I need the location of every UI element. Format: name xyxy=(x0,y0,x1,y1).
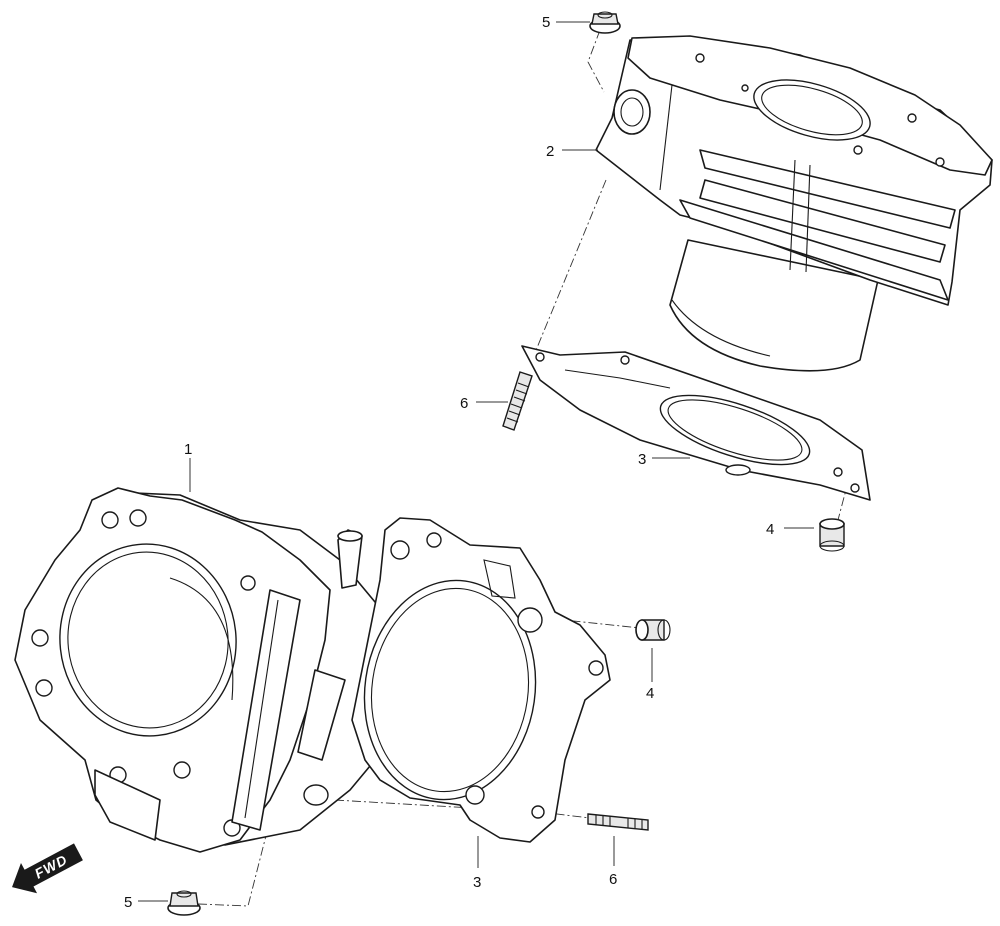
cylinder-gasket-bottom xyxy=(351,517,611,843)
callout-leaders xyxy=(138,21,814,902)
dowel-pin-top xyxy=(819,518,845,552)
dowel-pin-bottom xyxy=(635,619,671,641)
fwd-arrow-icon: FWD xyxy=(12,843,83,894)
callout-6-top: 6 xyxy=(460,395,468,412)
callout-4-bottom: 4 xyxy=(646,685,654,702)
flange-nut-bottom xyxy=(167,890,201,916)
cylinder-gasket-top xyxy=(521,345,871,501)
cylinder-block-bottom xyxy=(14,487,401,853)
stud-bolt-top xyxy=(502,371,533,431)
cylinder-block-top xyxy=(595,35,993,372)
callout-2: 2 xyxy=(546,143,554,160)
callout-4-top: 4 xyxy=(766,521,774,538)
callout-1: 1 xyxy=(184,441,192,458)
stud-bolt-bottom xyxy=(587,813,649,831)
callout-5-top: 5 xyxy=(542,14,550,31)
callout-5-bottom: 5 xyxy=(124,894,132,911)
callout-3-bottom: 3 xyxy=(473,874,481,891)
flange-nut-top xyxy=(589,11,621,34)
callout-labels: 5 2 6 3 4 1 4 3 6 5 xyxy=(124,14,774,911)
callout-3-top: 3 xyxy=(638,451,646,468)
callout-6-bottom: 6 xyxy=(609,871,617,888)
